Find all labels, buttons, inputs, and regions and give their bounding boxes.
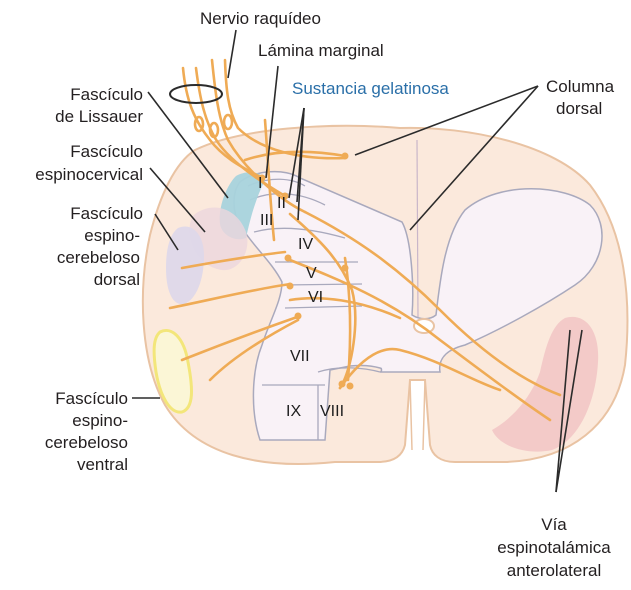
label-espinocervical-line1: Fascículo	[70, 142, 143, 161]
label-lissauer-line2: de Lissauer	[55, 107, 143, 126]
label-espinocerebeloso-dorsal-line3: cerebeloso	[57, 248, 140, 267]
label-espinocerebeloso-ventral-line3: cerebeloso	[45, 433, 128, 452]
lamina-III: III	[260, 212, 273, 229]
lamina-I: I	[258, 175, 262, 192]
lamina-IX: IX	[286, 403, 301, 420]
label-espinocerebeloso-ventral-line1: Fascículo	[55, 389, 128, 408]
lamina-II: II	[277, 195, 286, 212]
lamina-IV: IV	[298, 236, 313, 253]
label-lamina-marginal: Lámina marginal	[258, 41, 384, 60]
lamina-V: V	[306, 265, 317, 282]
label-espinocervical-line2: espinocervical	[35, 165, 143, 184]
label-espinocerebeloso-dorsal-line2: espino-	[84, 226, 140, 245]
lamina-VI: VI	[308, 289, 323, 306]
nerve-root-ring	[170, 85, 222, 103]
ventral-median-fissure	[410, 380, 425, 450]
label-nervio-raquideo: Nervio raquídeo	[200, 9, 321, 28]
label-columna-dorsal-line2: dorsal	[556, 99, 602, 118]
central-canal	[414, 319, 434, 333]
label-sustancia-gelatinosa: Sustancia gelatinosa	[292, 79, 449, 98]
lamina-VII: VII	[290, 348, 310, 365]
label-columna-dorsal-line1: Columna	[546, 77, 615, 96]
label-via-line1: Vía	[541, 515, 567, 534]
label-via-line2: espinotalámica	[497, 538, 611, 557]
label-espinocerebeloso-ventral-line4: ventral	[77, 455, 128, 474]
label-via-line3: anterolateral	[507, 561, 602, 580]
label-espinocerebeloso-dorsal-line1: Fascículo	[70, 204, 143, 223]
label-lissauer-line1: Fascículo	[70, 85, 143, 104]
lamina-VIII: VIII	[320, 403, 344, 420]
label-espinocerebeloso-ventral-line2: espino-	[72, 411, 128, 430]
label-espinocerebeloso-dorsal-line4: dorsal	[94, 270, 140, 289]
